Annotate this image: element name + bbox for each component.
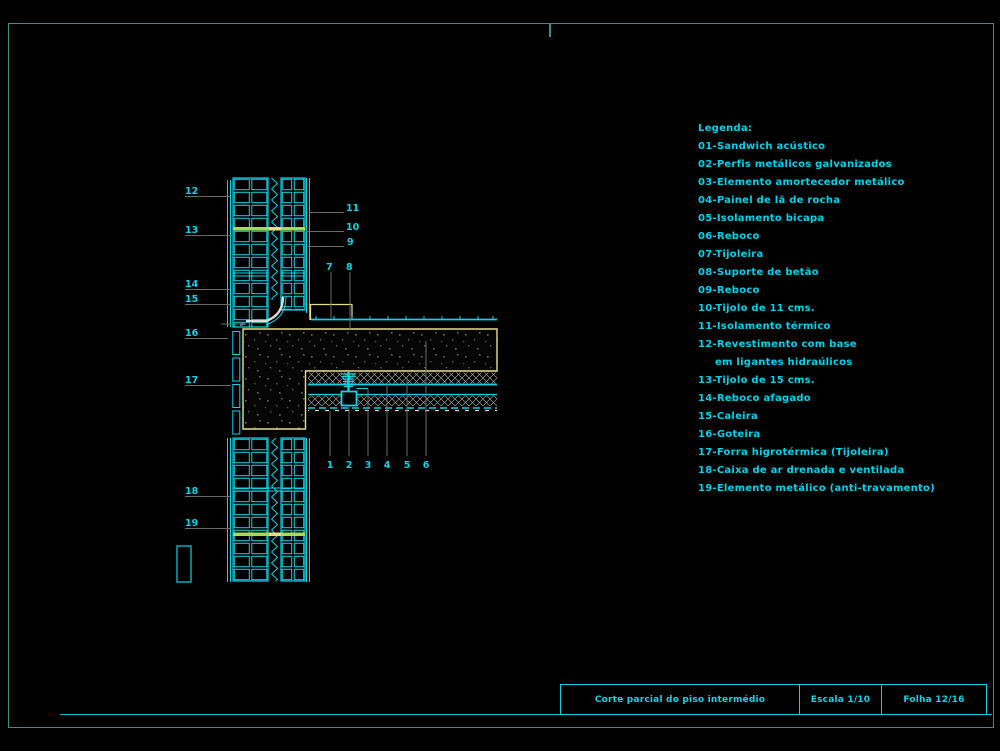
legend-item: 02-Perfis metálicos galvanizados	[698, 159, 892, 170]
callout-19: 19	[185, 518, 198, 529]
legend-item: 08-Suporte de betão	[698, 267, 819, 278]
callout-17: 17	[185, 375, 198, 386]
wall-tie-lower	[233, 532, 305, 536]
legend-item: 01-Sandwich acústico	[698, 141, 826, 152]
drawing-scale: Escala 1/10	[799, 685, 881, 714]
callout-15: 15	[185, 294, 198, 305]
floor-slab	[232, 316, 498, 436]
drawing-title: Corte parcial do piso intermédio	[594, 694, 766, 705]
legend-item: 04-Painel de lã de rocha	[698, 195, 841, 206]
callout-7: 7	[326, 262, 333, 273]
downpipe-stub	[176, 545, 192, 583]
legend-item: 10-Tijolo de 11 cms.	[698, 303, 815, 314]
footer-rule	[60, 714, 992, 715]
callout-2: 2	[346, 460, 353, 471]
legend-item: 18-Caixa de ar drenada e ventilada	[698, 465, 905, 476]
exterior-tile-strip	[232, 330, 241, 436]
wall-tie-upper	[233, 227, 305, 231]
callout-3: 3	[365, 460, 372, 471]
legend-item: 03-Elemento amortecedor metálico	[698, 177, 905, 188]
callout-1: 1	[327, 460, 334, 471]
legend-item: 15-Caleira	[698, 411, 758, 422]
callout-13: 13	[185, 225, 198, 236]
fold-mark	[549, 24, 551, 37]
legend-item: 09-Reboco	[698, 285, 760, 296]
callout-6: 6	[423, 460, 430, 471]
ceiling-detail	[308, 372, 497, 412]
callout-9: 9	[347, 237, 354, 248]
sheet-border	[8, 23, 994, 728]
legend-item: 05-Isolamento bicapa	[698, 213, 825, 224]
legend-title: Legenda:	[698, 123, 753, 134]
title-block: Corte parcial do piso intermédio Escala …	[560, 684, 987, 715]
callout-10: 10	[346, 222, 360, 233]
callout-12: 12	[185, 186, 198, 197]
callout-18: 18	[185, 486, 199, 497]
legend-item: 13-Tijolo de 15 cms.	[698, 375, 815, 386]
sheet-number: Folha 12/16	[881, 685, 986, 714]
lower-wall	[176, 437, 310, 583]
leader-lines	[185, 196, 427, 529]
upper-wall	[221, 177, 353, 328]
legend-item: 12-Revestimento com base	[698, 339, 857, 350]
legend-item: 17-Forra higrotérmica (Tijoleira)	[698, 447, 889, 458]
legend-item: 06-Reboco	[698, 231, 760, 242]
legend-item: 11-Isolamento térmico	[698, 321, 831, 332]
hanger-damper-symbol	[340, 372, 368, 407]
callout-numbers: 12 13 14 15 16 17 18 19 11 10 9 7 8 1 2 …	[185, 186, 430, 529]
legend-item: 14-Reboco afagado	[698, 393, 811, 404]
floor-tile-joints	[315, 316, 494, 319]
callout-16: 16	[185, 328, 199, 339]
legend: Legenda: 01-Sandwich acústico 02-Perfis …	[698, 120, 935, 498]
drip-pipe	[221, 296, 287, 327]
legend-item: 19-Elemento metálico (anti-travamento)	[698, 483, 935, 494]
callout-11: 11	[346, 203, 359, 214]
callout-5: 5	[404, 460, 411, 471]
legend-item: 07-Tijoleira	[698, 249, 764, 260]
callout-4: 4	[384, 460, 391, 471]
legend-item-continuation: em ligantes hidraúlicos	[715, 357, 853, 368]
callout-8: 8	[346, 262, 353, 273]
legend-item: 16-Goteira	[698, 429, 761, 440]
callout-14: 14	[185, 279, 199, 290]
